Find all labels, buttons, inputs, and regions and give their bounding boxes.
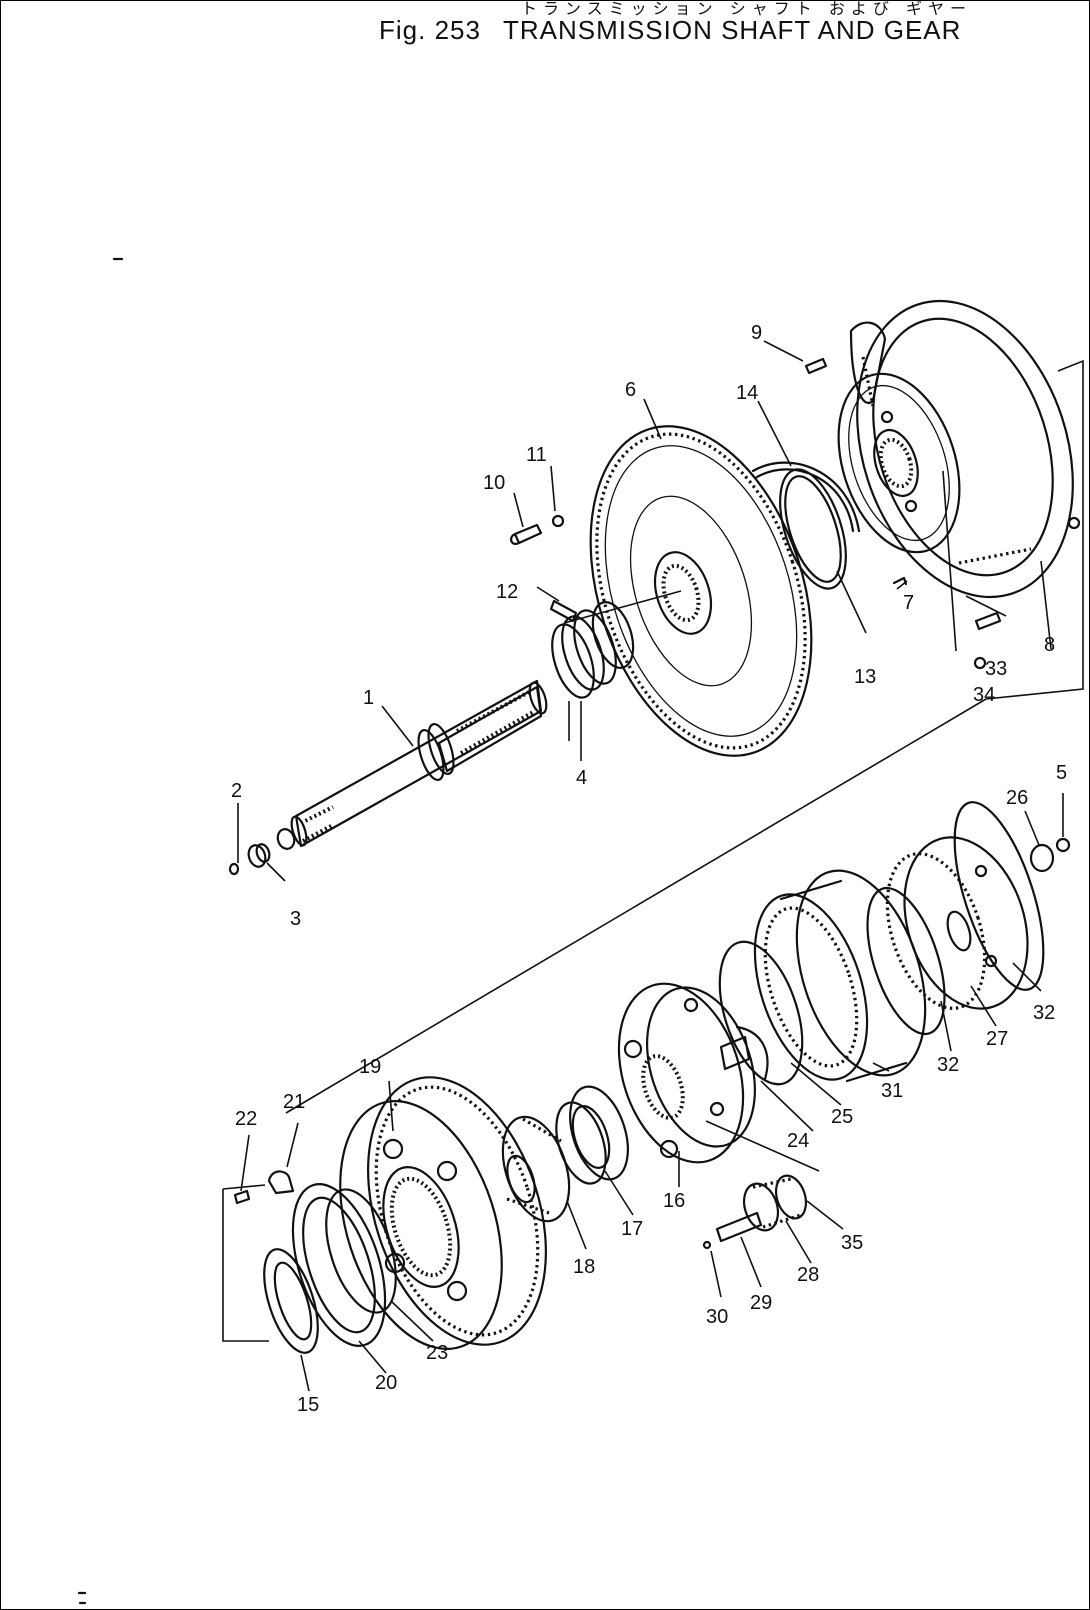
snap-ring-14 xyxy=(751,461,861,533)
callout-29: 29 xyxy=(750,1292,772,1314)
seal-rings-4 xyxy=(551,601,635,699)
callout-6: 6 xyxy=(625,379,636,401)
callout-8: 8 xyxy=(1044,634,1055,656)
assembly-bracket-lines xyxy=(222,359,1084,1342)
callout-7: 7 xyxy=(903,592,914,614)
figure-title-english: TRANSMISSION SHAFT AND GEAR xyxy=(502,15,962,45)
callout-20: 20 xyxy=(375,1372,397,1394)
callout-27: 27 xyxy=(986,1028,1008,1050)
snap-ring-23 xyxy=(325,1188,397,1314)
callout-23: 23 xyxy=(426,1342,448,1364)
snap-ring-32-lower xyxy=(866,886,946,1036)
ring-24 xyxy=(735,1025,769,1081)
callout-9: 9 xyxy=(751,322,762,344)
collar-3 xyxy=(247,844,267,868)
callout-32-lower: 32 xyxy=(937,1054,959,1076)
callout-4: 4 xyxy=(576,767,587,789)
callout-15: 15 xyxy=(297,1394,319,1416)
snap-ring-32 xyxy=(953,801,1045,991)
nut-5 xyxy=(1055,837,1071,853)
figure-title: Fig. 253 TRANSMISSION SHAFT AND GEAR xyxy=(379,15,961,46)
pin-9 xyxy=(804,357,828,375)
washer-11 xyxy=(551,514,565,528)
transmission-housing xyxy=(849,299,1081,652)
seal-ring-13 xyxy=(779,468,847,590)
callout-30: 30 xyxy=(706,1306,728,1328)
bearing-17 xyxy=(555,1085,629,1185)
bolt-22 xyxy=(233,1189,251,1205)
callout-11: 11 xyxy=(526,444,547,466)
ball-30 xyxy=(702,1240,712,1250)
figure-title-japanese: トランスミッション シャフト および ギヤー xyxy=(521,0,972,18)
dowel-pin-12 xyxy=(549,599,578,623)
snap-ring-25 xyxy=(718,940,804,1086)
callout-labels: 1 2 3 4 5 6 7 8 9 10 11 12 13 14 15 16 1… xyxy=(231,322,1067,1416)
callout-14: 14 xyxy=(736,382,758,404)
callout-13: 13 xyxy=(854,666,876,688)
collar-3-inner xyxy=(255,843,271,863)
callout-3: 3 xyxy=(290,908,301,930)
large-gear-19 xyxy=(339,1076,547,1350)
figure-number: Fig. 253 xyxy=(379,15,481,45)
retainer-plate-20 xyxy=(291,1183,387,1347)
callout-35: 35 xyxy=(841,1232,863,1254)
callout-10: 10 xyxy=(483,472,505,494)
carrier-plate xyxy=(837,372,961,554)
planet-carrier-16 xyxy=(617,982,756,1164)
callout-31: 31 xyxy=(881,1080,903,1102)
bearing-15 xyxy=(263,1248,319,1354)
cover-plate xyxy=(589,425,813,757)
callout-19: 19 xyxy=(359,1056,381,1078)
callout-17: 17 xyxy=(621,1218,643,1240)
callout-21: 21 xyxy=(283,1091,305,1113)
callout-22: 22 xyxy=(235,1108,257,1130)
bolt-10 xyxy=(509,523,543,545)
retainer-2 xyxy=(228,862,240,876)
callout-1: 1 xyxy=(363,687,374,709)
gear-27 xyxy=(885,836,1029,1010)
bolt-33 xyxy=(974,611,1002,631)
leader-lines xyxy=(237,340,1064,1392)
washer-26 xyxy=(1029,843,1055,873)
lock-plate-21 xyxy=(267,1170,295,1195)
callout-12: 12 xyxy=(496,581,518,603)
ring-gear-31 xyxy=(753,869,927,1083)
callout-34: 34 xyxy=(973,684,995,706)
callout-5: 5 xyxy=(1056,762,1067,784)
callout-26: 26 xyxy=(1006,787,1028,809)
callout-25: 25 xyxy=(831,1106,853,1128)
pinion-shaft-29 xyxy=(715,1211,763,1243)
transmission-shaft xyxy=(276,679,548,850)
callout-24: 24 xyxy=(787,1130,809,1152)
callout-16: 16 xyxy=(663,1190,685,1212)
callout-2: 2 xyxy=(231,780,242,802)
callout-18: 18 xyxy=(573,1256,595,1278)
callout-32: 32 xyxy=(1033,1002,1055,1024)
washer-34 xyxy=(973,656,987,670)
callout-28: 28 xyxy=(797,1264,819,1286)
planet-pinion-28 xyxy=(742,1174,808,1232)
callout-33: 33 xyxy=(985,658,1007,680)
